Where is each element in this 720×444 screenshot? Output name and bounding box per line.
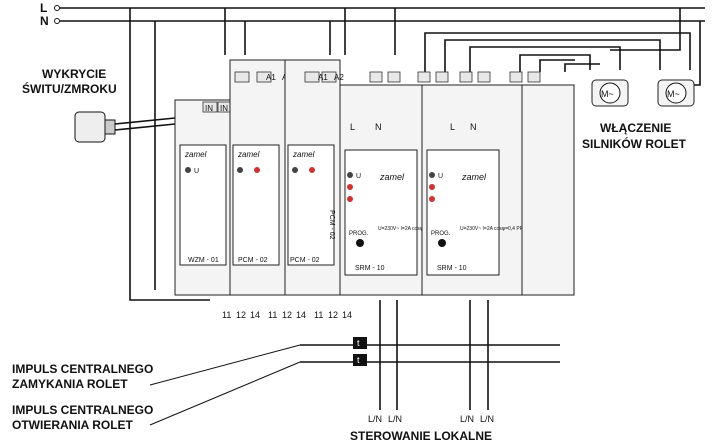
close-impulse-1: IMPULS CENTRALNEGO bbox=[12, 362, 153, 376]
switch-1-label: L/N bbox=[368, 414, 382, 424]
wzm-model: WZM - 01 bbox=[188, 257, 219, 264]
pcm1-t12: 12 bbox=[282, 310, 292, 320]
motor-wires bbox=[424, 32, 691, 72]
module-wzm-01: IN IN zamel U WZM - 01 bbox=[174, 99, 233, 296]
mains-l-label: L bbox=[40, 1, 47, 15]
srm1-model: SRM - 10 bbox=[355, 265, 385, 272]
switch-4-label: L/N bbox=[480, 414, 494, 424]
motors-title-2: SILNIKÓW ROLET bbox=[582, 136, 687, 151]
dusk-sensor bbox=[74, 111, 176, 143]
srm2-prog-button bbox=[438, 239, 446, 247]
switch-2-label: L/N bbox=[388, 414, 402, 424]
wzm-brand: zamel bbox=[184, 150, 207, 159]
wzm-t12: 12 bbox=[236, 310, 246, 320]
pcm1-t14: 14 bbox=[296, 310, 306, 320]
srm1-n: N bbox=[375, 122, 382, 132]
pcm2-brand: zamel bbox=[292, 150, 315, 159]
mains-lines: L N bbox=[40, 1, 705, 301]
close-impulse-2: ZAMYKANIA ROLET bbox=[12, 377, 128, 391]
srm1-prog-button bbox=[356, 239, 364, 247]
srm2-l: L bbox=[450, 122, 455, 132]
pcm1-a1: A1 bbox=[266, 73, 276, 82]
pcm2-side: PCM - 02 bbox=[328, 210, 335, 240]
srm2-brand: zamel bbox=[461, 172, 487, 182]
pcm1-brand: zamel bbox=[237, 150, 260, 159]
module-pcm-02-a: A1 A2 zamel PCM - 02 bbox=[229, 59, 292, 296]
pcm1-model: PCM - 02 bbox=[238, 257, 268, 264]
pcm2-t11: 11 bbox=[314, 310, 323, 320]
wzm-in2: IN bbox=[220, 104, 228, 113]
module-srm-10-c bbox=[521, 84, 575, 296]
wzm-t14: 14 bbox=[250, 310, 260, 320]
timer-button-close bbox=[353, 337, 367, 349]
srm1-led: U bbox=[356, 173, 361, 180]
wzm-t11: 11 bbox=[222, 310, 231, 320]
timer-button-open-label: t bbox=[357, 355, 360, 365]
srm-top-terminals bbox=[369, 71, 541, 83]
pcm2-a1: A1 bbox=[318, 73, 328, 82]
srm2-specs: U=230V~ I=2A cosφ=0,4 PROG=1,25Wh bbox=[460, 226, 551, 232]
open-impulse-2: OTWIERANIA ROLET bbox=[12, 418, 134, 432]
dusk-title-1: WYKRYCIE bbox=[42, 67, 106, 81]
motor-2: M~ bbox=[657, 79, 695, 107]
open-impulse-1: IMPULS CENTRALNEGO bbox=[12, 403, 153, 417]
motors-title-1: WŁĄCZENIE bbox=[600, 121, 671, 135]
switch-3-label: L/N bbox=[460, 414, 474, 424]
srm2-n: N bbox=[470, 122, 477, 132]
motor-1-symbol: M~ bbox=[601, 89, 614, 99]
dusk-title-2: ŚWITU/ZMROKU bbox=[22, 81, 117, 96]
srm2-prog: PROG. bbox=[431, 231, 451, 237]
wzm-in1: IN bbox=[205, 104, 213, 113]
mains-n-label: N bbox=[40, 14, 49, 28]
motor-2-symbol: M~ bbox=[667, 89, 680, 99]
pcm1-t11: 11 bbox=[268, 310, 277, 320]
local-switches: L/N L/N L/N L/N bbox=[368, 300, 494, 424]
pcm2-t12: 12 bbox=[328, 310, 338, 320]
srm1-l: L bbox=[350, 122, 355, 132]
module-srm-10-a: L N U zamel PROG. U=230V~ I=2A cosφ=0,4 … bbox=[339, 84, 469, 296]
local-control-label: STEROWANIE LOKALNE bbox=[350, 429, 492, 443]
timer-button-close-label: t bbox=[357, 338, 360, 348]
srm1-brand: zamel bbox=[379, 172, 405, 182]
wzm-led: U bbox=[194, 168, 199, 175]
pcm2-t14: 14 bbox=[342, 310, 352, 320]
module-srm-10-b: L N U zamel PROG. U=230V~ I=2A cosφ=0,4 … bbox=[421, 84, 551, 296]
module-pcm-02-b: A1 A2 zamel PCM - 02 PCM - 02 bbox=[284, 59, 344, 296]
bottom-terminals: 11 12 14 11 12 14 11 12 14 bbox=[222, 310, 352, 320]
pcm2-a2: A2 bbox=[334, 73, 344, 82]
srm2-led: U bbox=[438, 173, 443, 180]
srm2-model: SRM - 10 bbox=[437, 265, 467, 272]
srm1-prog: PROG. bbox=[349, 231, 369, 237]
pcm2-model: PCM - 02 bbox=[290, 257, 320, 264]
motor-1: M~ bbox=[591, 79, 629, 107]
timer-buttons: t t bbox=[300, 337, 560, 366]
timer-button-open bbox=[353, 354, 367, 366]
